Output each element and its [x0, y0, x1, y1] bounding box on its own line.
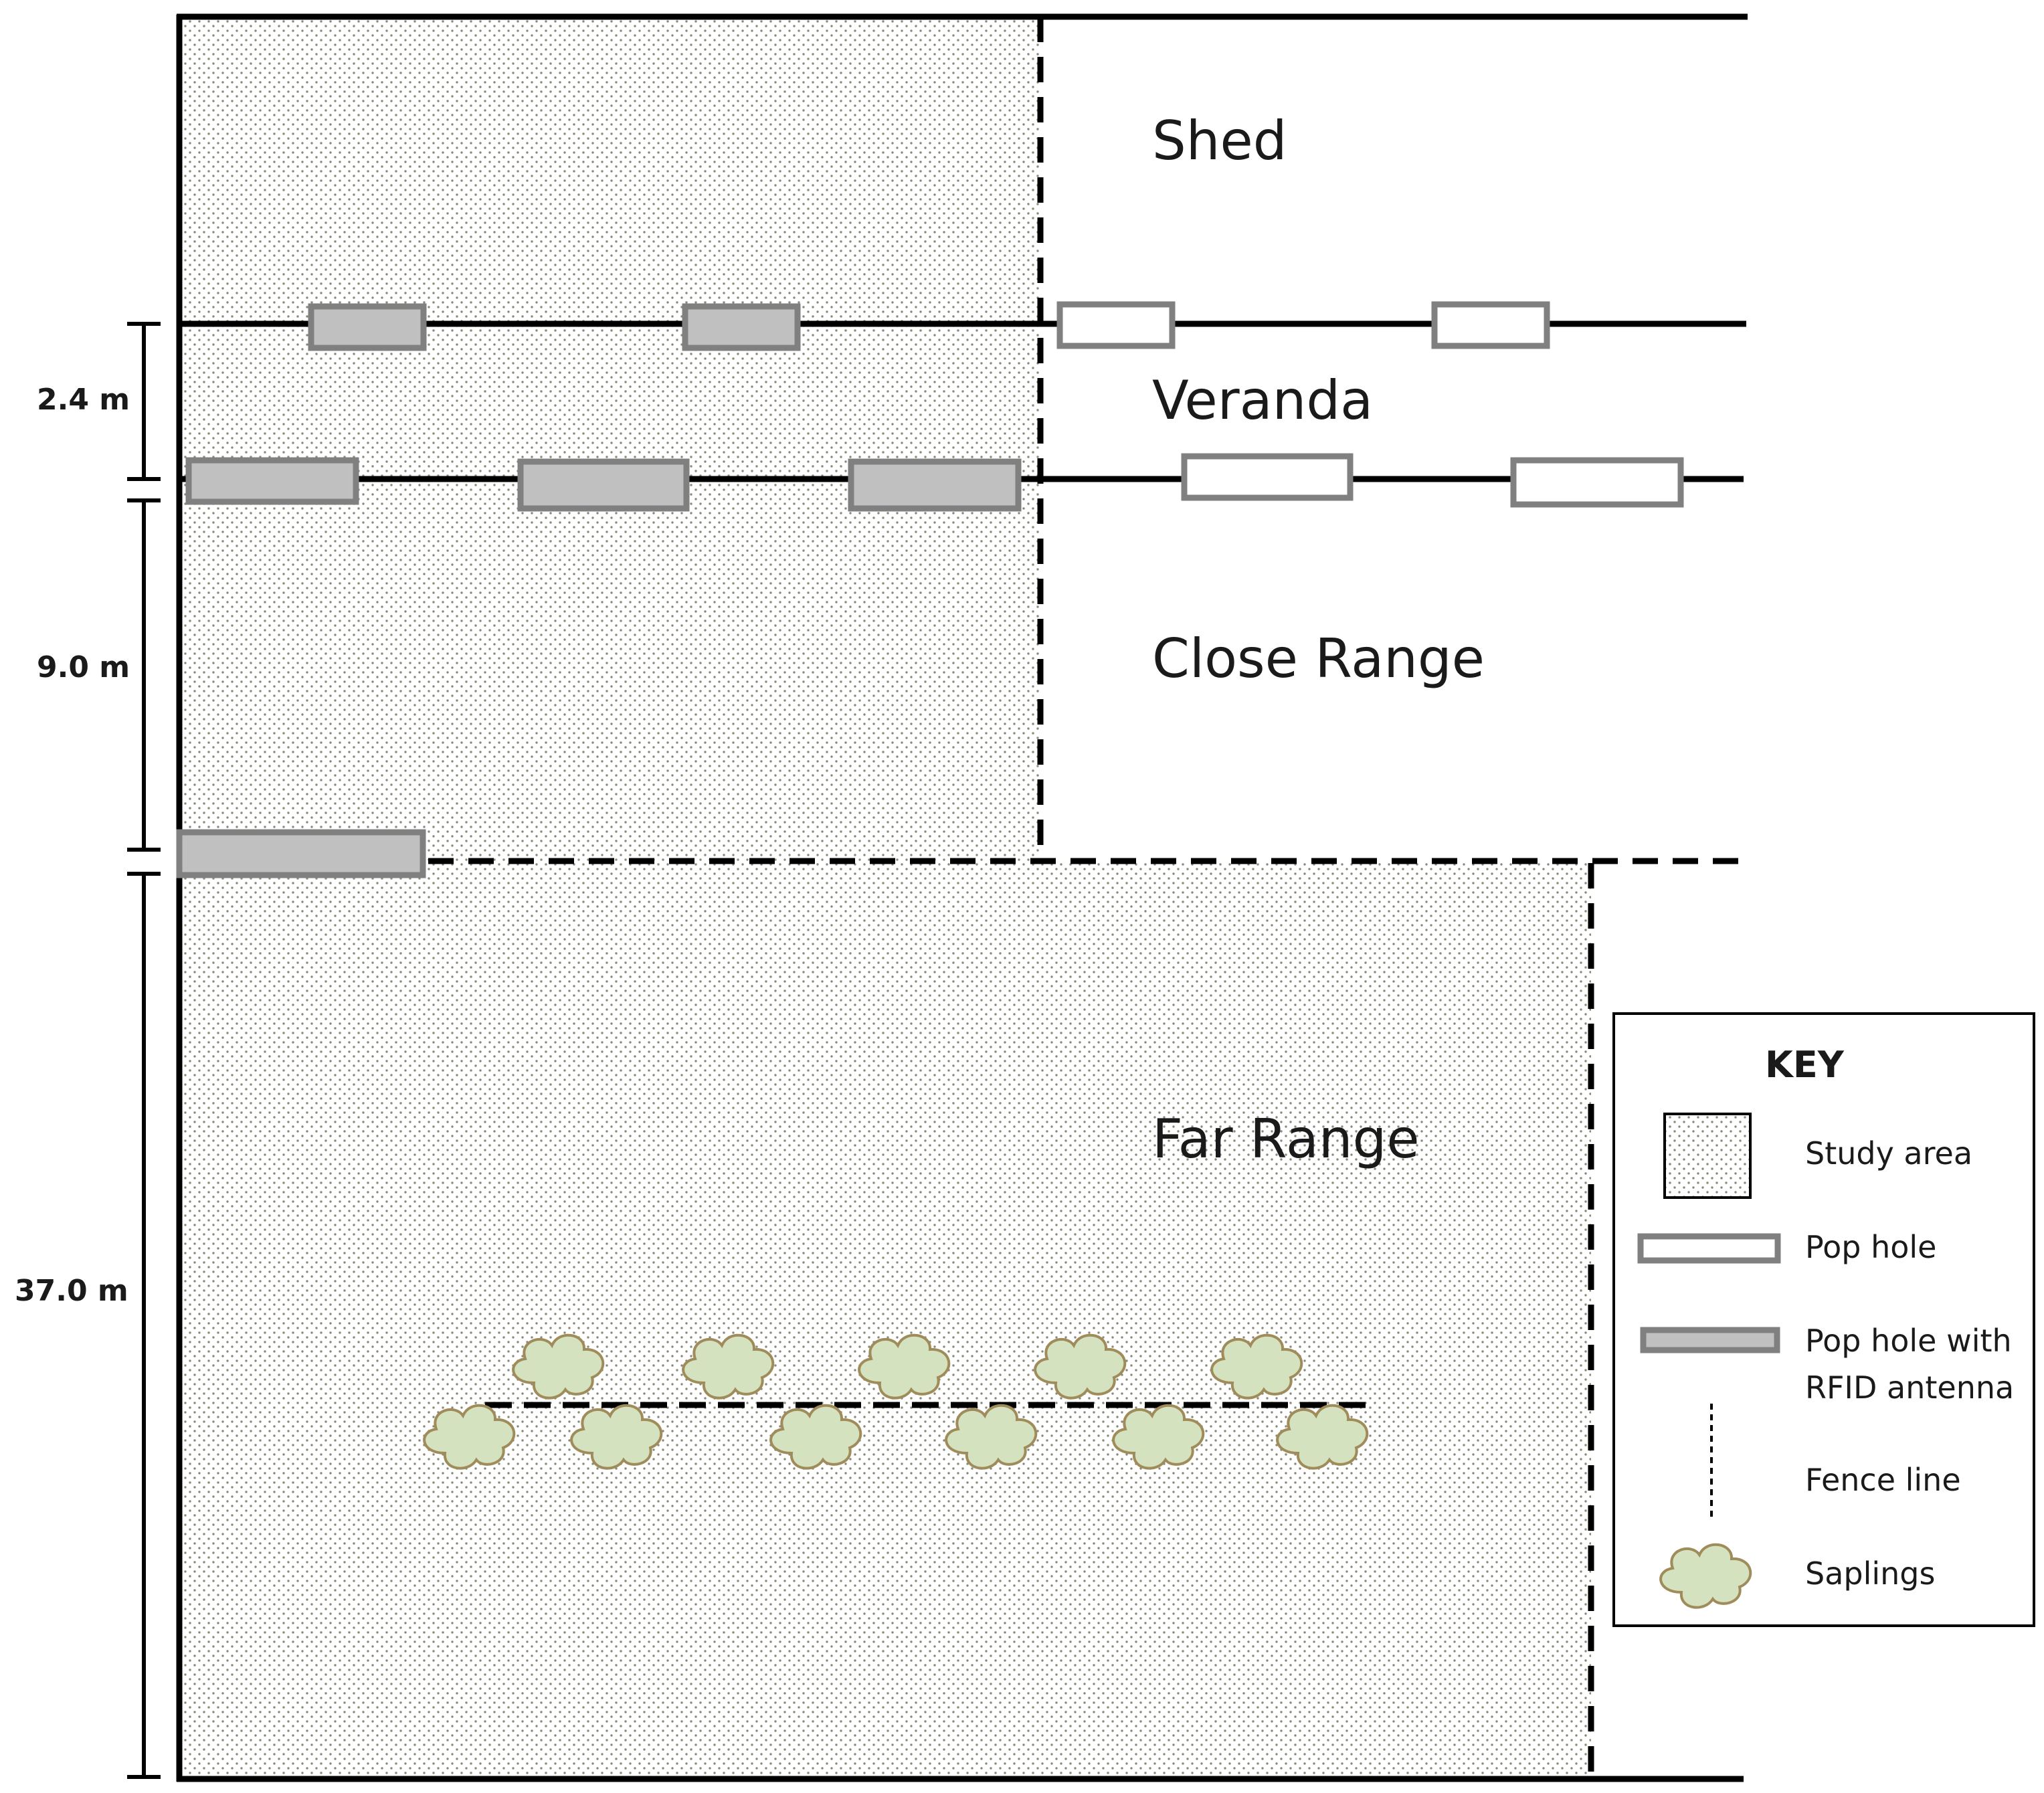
legend-saplings-label: Saplings	[1805, 1555, 1935, 1592]
pop-hole-icon	[1056, 301, 1176, 349]
pop-hole-rfid-icon	[682, 303, 801, 351]
study-area-swatch	[1663, 1113, 1752, 1199]
zone-label-far-range: Far Range	[1152, 1108, 1420, 1170]
legend-pop-hole-rfid-label-2: RFID antenna	[1805, 1370, 2014, 1406]
pop-hole-icon	[1510, 457, 1684, 508]
zone-label-shed: Shed	[1152, 110, 1287, 172]
dimension-close-range: 9.0 m	[37, 650, 130, 684]
zone-label-close-range: Close Range	[1152, 628, 1485, 690]
dimension-far-range: 37.0 m	[15, 1274, 128, 1308]
legend: KEY Study area Pop hole Pop hole with RF…	[1612, 1012, 2035, 1627]
pop-hole-icon	[1637, 1233, 1781, 1264]
legend-title: KEY	[1765, 1044, 1845, 1086]
zone-label-veranda: Veranda	[1152, 369, 1373, 432]
study-area-far-range	[179, 861, 1591, 1779]
pop-hole-rfid-icon	[1640, 1327, 1780, 1353]
pop-hole-icon	[1431, 301, 1550, 349]
legend-box	[1612, 1012, 2035, 1627]
pop-hole-rfid-icon	[848, 458, 1022, 512]
legend-study-area-label: Study area	[1805, 1135, 1972, 1171]
dimension-markers	[127, 322, 161, 1779]
fence-lines	[428, 17, 1748, 1773]
legend-pop-hole-label: Pop hole	[1805, 1229, 1936, 1265]
pop-hole-rfid-icon	[308, 303, 427, 351]
pop-hole-rfid-icon	[176, 829, 426, 878]
legend-pop-hole-rfid-label-1: Pop hole with	[1805, 1323, 2012, 1359]
pop-hole-rfid-icon	[185, 457, 359, 505]
study-area-upper	[179, 17, 1040, 861]
dimension-veranda: 2.4 m	[37, 383, 130, 417]
legend-fence-line-label: Fence line	[1805, 1462, 1961, 1498]
pop-hole-rfid-icon	[517, 458, 690, 512]
pop-holes-shed	[308, 301, 1550, 351]
pop-hole-icon	[1181, 453, 1354, 501]
pop-holes-veranda	[185, 453, 1684, 512]
